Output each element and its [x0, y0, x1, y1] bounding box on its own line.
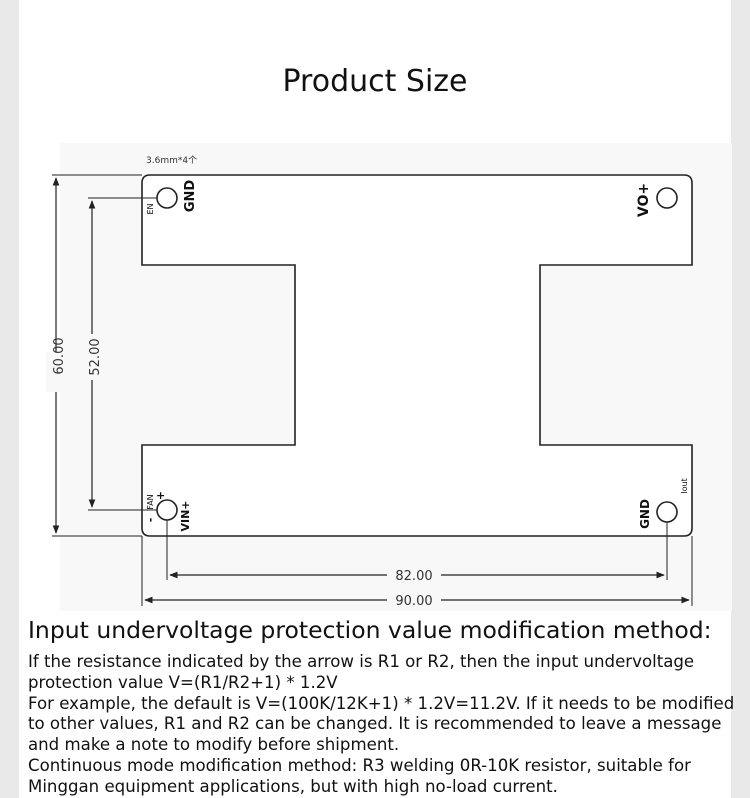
- body-line: Minggan equipment applications, but with…: [28, 776, 558, 796]
- board-outline: [141, 174, 693, 537]
- mount-hole-bottom-left: [156, 499, 178, 521]
- vin-plus-label: VIN+: [179, 500, 192, 531]
- body-line: For example, the default is V=(100K/12K+…: [28, 693, 735, 713]
- mount-hole-top-left: [156, 187, 178, 209]
- body-line: and make a note to modify before shipmen…: [28, 735, 400, 755]
- iout-label: Iout: [680, 478, 689, 493]
- en-label: EN: [146, 203, 155, 214]
- fan-plus-label: +: [156, 489, 165, 502]
- section-body: If the resistance indicated by the arrow…: [28, 652, 738, 798]
- dim-width-inner-label: 82.00: [395, 569, 432, 584]
- body-line: protection value V=(R1/R2+1) * 1.2V: [28, 672, 338, 692]
- section-heading: Input undervoltage protection value modi…: [28, 616, 712, 644]
- body-line: to other values, R1 and R2 can be change…: [28, 714, 722, 734]
- body-line: If the resistance indicated by the arrow…: [28, 652, 695, 671]
- dim-width-outer-label: 90.00: [395, 594, 432, 609]
- dimension-drawing: 60.00 52.00 82.00 90.00 3.6mm*4个 GND EN …: [52, 143, 732, 611]
- page-title: Product Size: [282, 64, 468, 99]
- gnd-top-label: GND: [183, 180, 198, 213]
- hole-spec-label: 3.6mm*4个: [146, 155, 197, 166]
- fan-minus-label: -: [144, 518, 157, 523]
- vo-plus-label: VO+: [636, 183, 652, 217]
- gnd-bottom-label: GND: [638, 499, 652, 529]
- mount-hole-bottom-right: [656, 501, 678, 523]
- fan-label: FAN: [146, 494, 155, 509]
- dim-height-outer-label: 60.00: [52, 337, 67, 374]
- body-line: Continuous mode modification method: R3 …: [28, 755, 691, 775]
- dim-height-inner-label: 52.00: [88, 338, 103, 375]
- mount-hole-top-right: [656, 187, 678, 209]
